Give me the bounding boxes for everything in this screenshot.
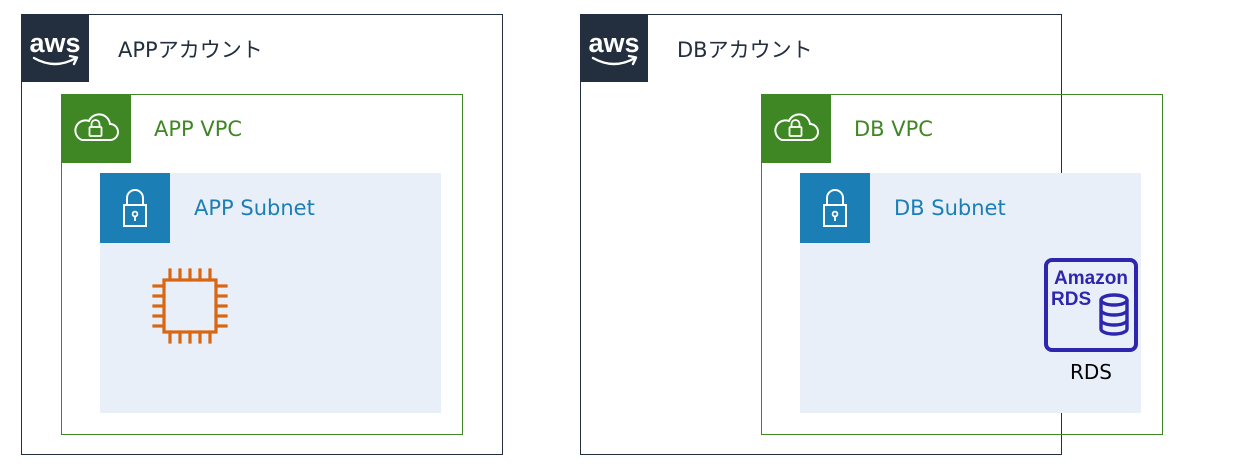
- svg-text:aws: aws: [588, 28, 639, 58]
- cloud-lock-icon: [61, 94, 131, 163]
- app-subnet-title: APP Subnet: [194, 196, 315, 220]
- app-account-title: APPアカウント: [118, 38, 263, 62]
- db-account-group: aws DBアカウント DB VPC DB Subnet: [580, 14, 1163, 455]
- db-subnet-group: DB Subnet Amazon RDS RDS: [800, 173, 1141, 413]
- app-account-group: aws APPアカウント APP VPC APP Subn: [21, 14, 503, 455]
- svg-text:RDS: RDS: [1051, 289, 1091, 310]
- padlock-icon: [100, 173, 170, 243]
- svg-text:Amazon: Amazon: [1054, 268, 1128, 289]
- aws-logo-icon: aws: [21, 14, 89, 82]
- app-subnet-group: APP Subnet: [100, 173, 441, 413]
- db-account-title: DBアカウント: [677, 38, 813, 62]
- app-vpc-title: APP VPC: [154, 117, 243, 141]
- amazon-rds-icon: Amazon RDS: [1043, 257, 1139, 353]
- rds-label: RDS: [1070, 360, 1112, 384]
- svg-text:aws: aws: [29, 28, 80, 58]
- padlock-icon: [800, 173, 870, 243]
- db-vpc-group: DB VPC DB Subnet Amazon RDS: [761, 94, 1163, 435]
- db-subnet-title: DB Subnet: [894, 196, 1006, 220]
- aws-logo-icon: aws: [580, 14, 648, 82]
- cloud-lock-icon: [761, 94, 831, 163]
- ec2-chip-icon: [142, 258, 238, 354]
- db-vpc-title: DB VPC: [854, 117, 933, 141]
- app-vpc-group: APP VPC APP Subnet: [61, 94, 463, 435]
